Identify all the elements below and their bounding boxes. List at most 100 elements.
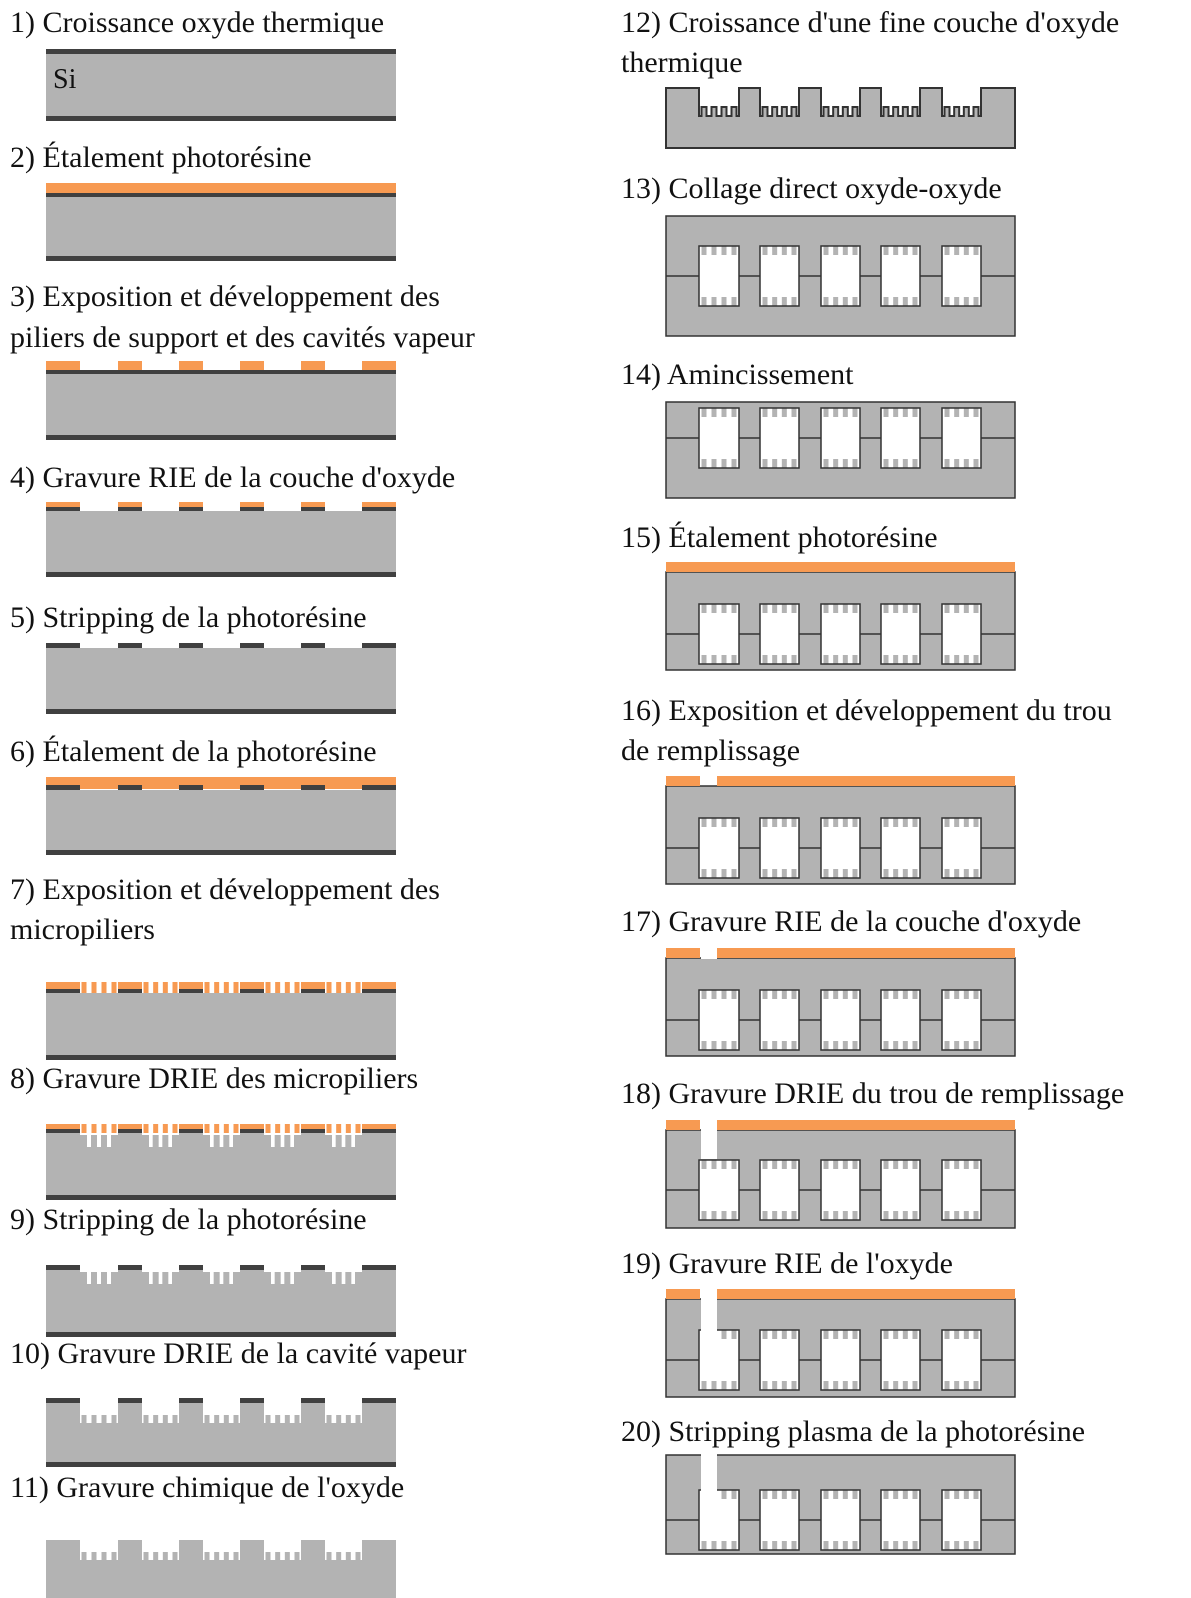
fill-hole	[701, 1454, 717, 1518]
micropillar-resist	[101, 1124, 107, 1133]
silicon-label: Si	[53, 64, 77, 95]
step-18-wafer	[665, 1120, 1016, 1229]
micropillar-resist	[265, 1124, 271, 1133]
top-wafer	[666, 1455, 1015, 1520]
step-1-label: 1) Croissance oxyde thermique	[10, 6, 384, 39]
bottom-wafer	[666, 1360, 1015, 1397]
micropillar-resist	[204, 1124, 210, 1133]
step-6-label: 6) Étalement de la photorésine	[10, 735, 377, 768]
step-16-label: 16) Exposition et développement du trou	[621, 694, 1112, 727]
step-8-label: 8) Gravure DRIE des micropiliers	[10, 1062, 418, 1095]
step-12-wafer	[665, 87, 1016, 149]
micro-trench	[280, 1133, 285, 1147]
micro-trench	[290, 1133, 294, 1147]
micropillar-resist	[172, 1124, 178, 1133]
fill-hole	[701, 957, 717, 959]
micropillar-resist	[214, 1124, 220, 1133]
step-1-wafer: Si	[46, 49, 396, 121]
micropillar-resist	[111, 1124, 117, 1133]
micropillar-resist	[153, 1124, 159, 1133]
micropillar-resist	[223, 1124, 229, 1133]
micropillar-resist	[345, 1124, 351, 1133]
bottom-wafer	[666, 1020, 1015, 1056]
micropillar-resist	[153, 982, 159, 993]
step-labels: 1) Croissance oxyde thermique 2) Étaleme…	[10, 6, 1124, 1504]
step-11-wafer	[46, 1540, 396, 1598]
micropillar-resist	[81, 1124, 87, 1133]
micropillar-resist	[355, 982, 361, 993]
micropillar-resist	[143, 1124, 149, 1133]
micropillar-resist	[223, 982, 229, 993]
resist	[717, 776, 1015, 786]
step-2-wafer	[46, 183, 396, 261]
micro-trench	[107, 1270, 111, 1284]
micropillar-resist	[355, 1124, 361, 1133]
micropillar-resist	[162, 982, 168, 993]
top-wafer	[666, 958, 1015, 1020]
step-19-wafer	[665, 1289, 1016, 1398]
step-15-label: 15) Étalement photorésine	[621, 521, 938, 554]
bottom-wafer	[666, 1520, 1015, 1554]
micro-trench	[87, 1270, 91, 1284]
micro-trench	[210, 1270, 214, 1284]
micropillar-resist	[143, 982, 149, 993]
resist	[717, 948, 1015, 958]
micro-trench	[97, 1133, 101, 1147]
micro-trench	[210, 1133, 214, 1147]
step-4-wafer	[46, 502, 396, 577]
resist	[717, 1289, 1015, 1299]
resist	[666, 1120, 700, 1130]
micro-trench	[271, 1270, 275, 1284]
micro-trench	[219, 1133, 224, 1147]
micropillar-resist	[275, 982, 281, 993]
micro-trench	[168, 1133, 172, 1147]
step-16-label-line2: de remplissage	[621, 734, 800, 767]
step-3-label: 3) Exposition et développement des	[10, 280, 440, 313]
micropillar-resist	[172, 982, 178, 993]
micropillar-resist	[91, 1124, 97, 1133]
micropillar-resist	[233, 982, 239, 993]
step-18-label: 18) Gravure DRIE du trou de remplissage	[621, 1077, 1124, 1110]
micro-trench	[271, 1133, 275, 1147]
resist	[717, 1120, 1015, 1130]
micro-trench	[351, 1133, 355, 1147]
step-7-wafer	[46, 982, 396, 1060]
fill-hole	[701, 1129, 717, 1159]
step-4-label: 4) Gravure RIE de la couche d'oxyde	[10, 461, 455, 494]
step-17-wafer	[665, 948, 1016, 1057]
step-10-label: 10) Gravure DRIE de la cavité vapeur	[10, 1337, 466, 1370]
top-wafer	[666, 572, 1015, 634]
micro-trench	[219, 1270, 224, 1284]
micropillar-resist	[204, 982, 210, 993]
step-2-label: 2) Étalement photorésine	[10, 141, 312, 174]
bottom-wafer	[666, 1190, 1015, 1228]
micropillar-resist	[162, 1124, 168, 1133]
step-20-label: 20) Stripping plasma de la photorésine	[621, 1415, 1085, 1448]
micropillar-resist	[336, 982, 342, 993]
step-12-label-line2: thermique	[621, 46, 743, 79]
micropillar-resist	[81, 982, 87, 993]
micropillar-resist	[275, 1124, 281, 1133]
micropillar-resist	[233, 1124, 239, 1133]
top-wafer	[666, 786, 1015, 848]
step-7-label-line2: micropiliers	[10, 913, 155, 946]
resist	[666, 562, 1015, 572]
step-11-label: 11) Gravure chimique de l'oxyde	[10, 1471, 404, 1504]
micro-trench	[149, 1270, 153, 1284]
fill-hole	[701, 1298, 717, 1358]
step-10-wafer	[46, 1398, 396, 1467]
micro-trench	[290, 1270, 294, 1284]
micro-trench	[332, 1270, 336, 1284]
step-13-wafer	[665, 215, 1016, 337]
step-3-wafer	[46, 361, 396, 440]
micro-trench	[280, 1270, 285, 1284]
micropillar-resist	[326, 1124, 332, 1133]
micropillar-resist	[326, 982, 332, 993]
micro-trench	[97, 1270, 101, 1284]
step-6-wafer	[46, 777, 396, 855]
micro-trench	[158, 1270, 163, 1284]
micropillar-resist	[284, 982, 290, 993]
resist	[666, 948, 700, 958]
step-9-label: 9) Stripping de la photorésine	[10, 1203, 367, 1236]
step-14-label: 14) Amincissement	[621, 358, 854, 391]
